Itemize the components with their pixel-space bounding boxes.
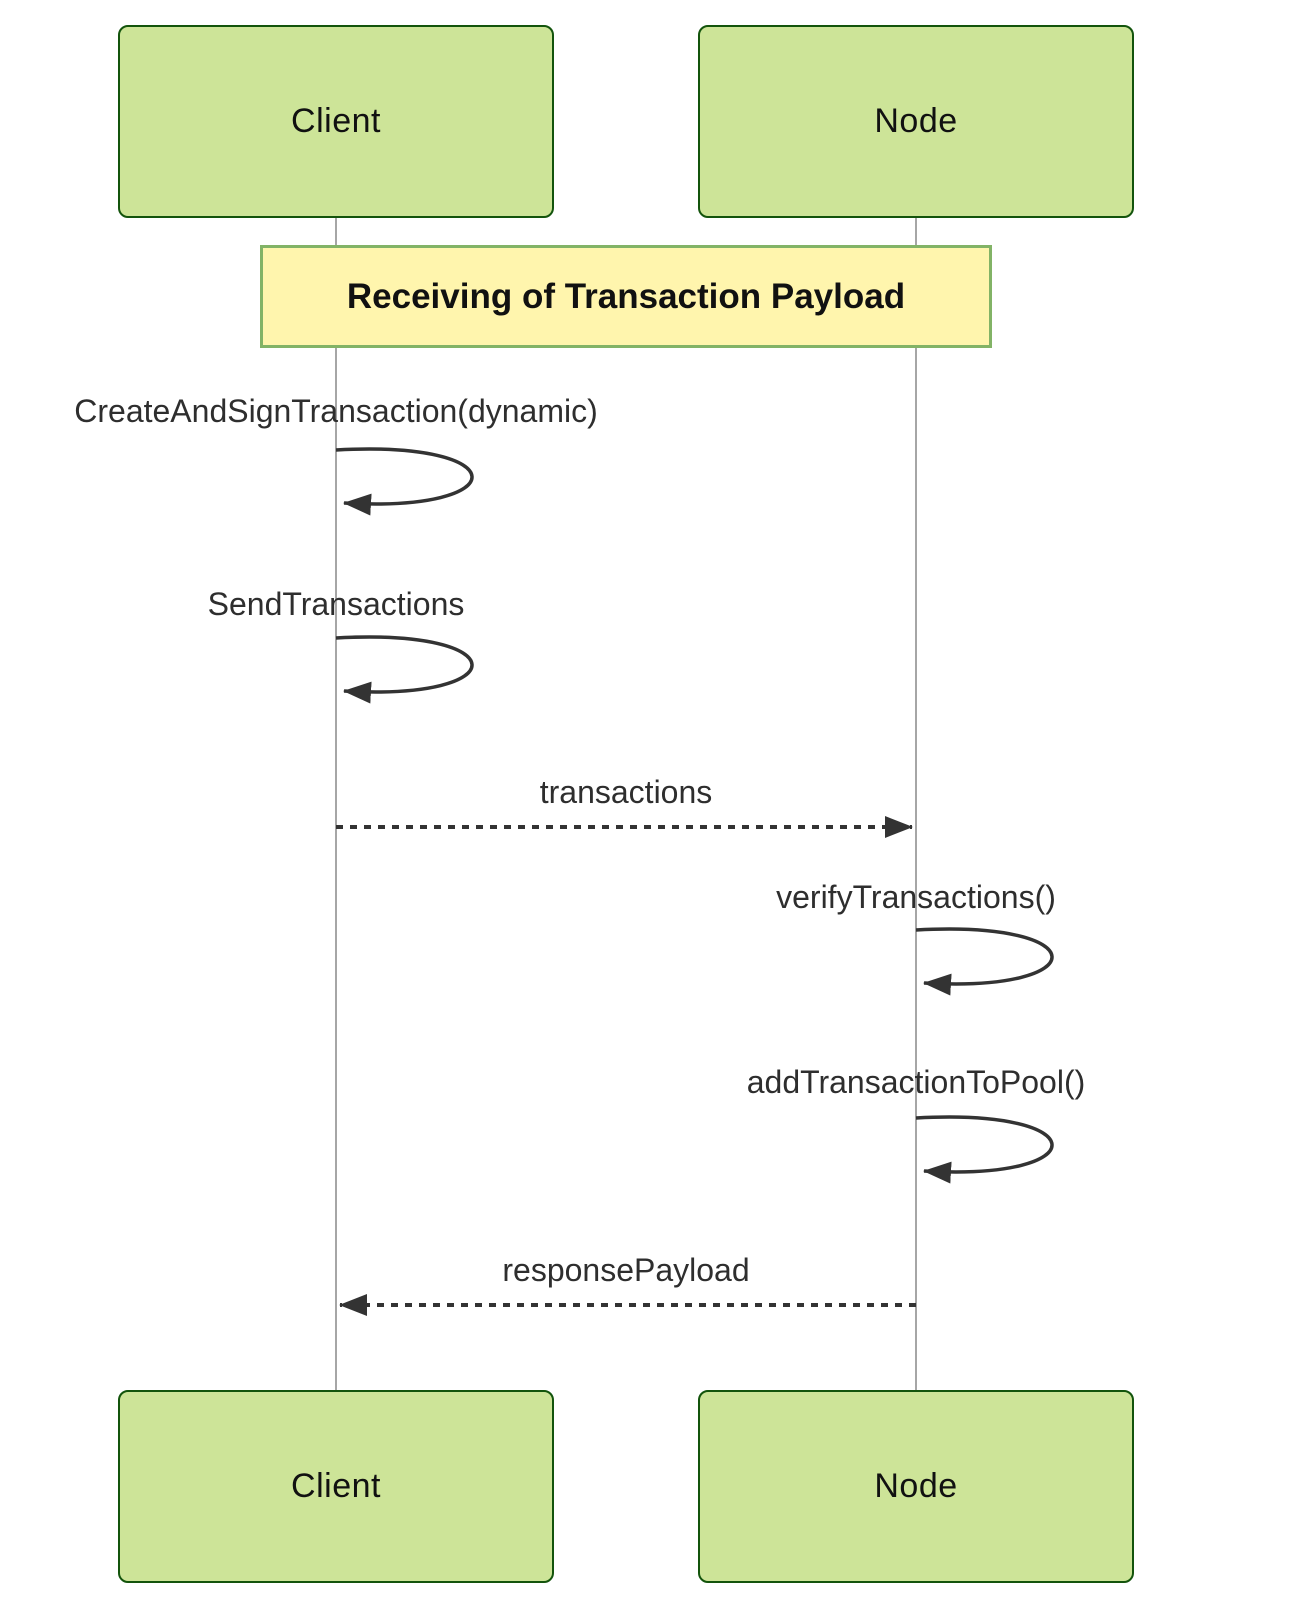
message-label-send-transactions: SendTransactions (207, 586, 465, 622)
actor-label-client-bottom: Client (291, 1467, 381, 1505)
actor-box-client-bottom: Client (118, 1390, 554, 1583)
title-note: Receiving of Transaction Payload (260, 245, 992, 348)
self-loop-arrow-verify-transactions (915, 927, 1054, 996)
actor-box-client-top: Client (118, 25, 554, 218)
message-label-add-transaction-to-pool: addTransactionToPool() (746, 1064, 1086, 1100)
message-label-create-and-sign-transaction: CreateAndSignTransaction(dynamic) (74, 393, 598, 429)
actor-box-node-top: Node (698, 25, 1134, 218)
self-loop-arrow-create-and-sign (335, 447, 474, 516)
actor-box-node-bottom: Node (698, 1390, 1134, 1583)
title-note-text: Receiving of Transaction Payload (346, 276, 906, 316)
actor-label-node-bottom: Node (874, 1467, 958, 1505)
self-loop-arrow-add-transaction-to-pool (915, 1115, 1054, 1184)
actor-label-client: Client (291, 102, 381, 140)
message-label-transactions: transactions (539, 774, 713, 810)
message-label-response-payload: responsePayload (502, 1252, 750, 1288)
self-loop-arrow-send-transactions (335, 635, 474, 704)
message-label-verify-transactions: verifyTransactions() (776, 879, 1056, 915)
actor-label-node: Node (874, 102, 958, 140)
